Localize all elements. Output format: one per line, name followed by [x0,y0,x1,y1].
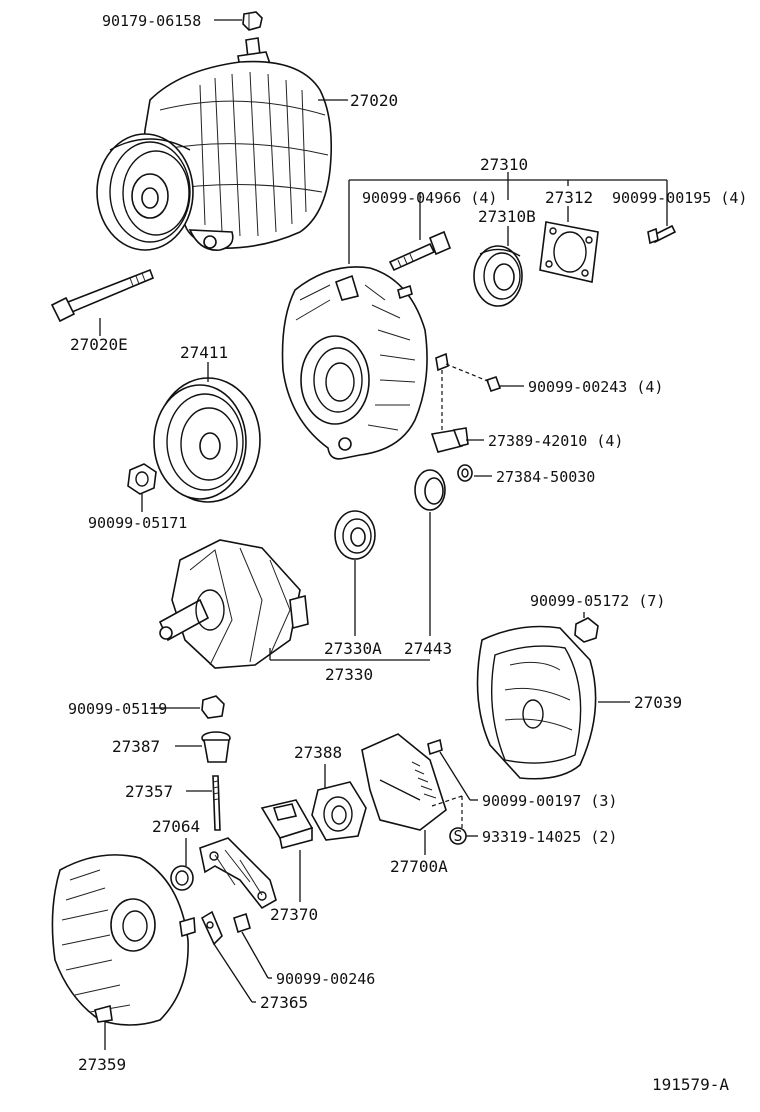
label-90099-00246: 90099-00246 [276,970,375,988]
nut-90099-05172 [574,617,599,643]
diagram-id: 191579-A [652,1075,729,1094]
label-27387: 27387 [112,737,160,756]
label-27357: 27357 [125,782,173,801]
regulator-27388 [311,781,367,841]
regulator-assy-27700A [361,733,447,831]
stud-bolt-90099-04966 [388,230,452,272]
nut-90179-06158 [242,11,263,31]
insulator-27389-42010 [430,427,469,453]
label-27700A: 27700A [390,857,448,876]
brush-holder-27370 [260,799,314,849]
leader-lines [99,19,668,1050]
bolt-27357 [212,775,221,831]
bearing-27330A [334,510,376,560]
screw-90099-00243 [485,375,502,393]
label-90099-04966: 90099-04966 (4) [362,189,497,207]
label-27411: 27411 [180,343,228,362]
ring-27064 [170,865,194,891]
label-27064: 27064 [152,817,200,836]
screw-90099-00195 [647,224,677,245]
washer-27384-50030 [457,464,473,482]
label-27312: 27312 [545,188,593,207]
label-27330A: 27330A [324,639,382,658]
bearing-27310B [473,245,523,307]
label-27310: 27310 [480,155,528,174]
label-27020: 27020 [350,91,398,110]
bushing-27387 [201,731,231,763]
label-27370: 27370 [270,905,318,924]
plate-27365 [200,910,223,946]
drive-end-frame-27310 [281,266,449,460]
s-marker: S [449,827,467,845]
label-27388: 27388 [294,743,342,762]
screw-90099-00197 [427,738,443,756]
screw-90099-00246 [233,912,251,934]
label-27389-42010: 27389-42010 (4) [488,432,623,450]
label-27330: 27330 [325,665,373,684]
spacer-27443 [414,469,446,511]
label-27384-50030: 27384-50030 [496,468,595,486]
through-bolt-27020E [50,268,155,323]
label-90099-05172: 90099-05172 (7) [530,592,665,610]
rectifier-end-frame-27359 [51,854,196,1026]
rectifier-holder [199,837,277,910]
label-93319-14025: 93319-14025 (2) [482,828,617,846]
retainer-plate-27312 [539,221,599,283]
label-27359: 27359 [78,1055,126,1074]
label-90099-00195: 90099-00195 (4) [612,189,747,207]
nut-90099-05119 [201,695,225,719]
part-labels: 90179-06158 27020 27310 90099-04966 (4) … [68,12,747,1094]
label-90099-05119: 90099-05119 [68,700,167,718]
label-90099-00197: 90099-00197 (3) [482,792,617,810]
nut-90099-05171 [127,463,157,495]
label-27020E: 27020E [70,335,128,354]
label-27443: 27443 [404,639,452,658]
label-90099-05171: 90099-05171 [88,514,187,532]
rear-cover-27039 [476,625,597,780]
label-90179-06158: 90179-06158 [102,12,201,30]
label-27039: 27039 [634,693,682,712]
label-27365: 27365 [260,993,308,1012]
alternator-assembly-27020 [96,37,332,251]
pulley-27411 [153,377,261,503]
s-marker-label: S [453,827,462,845]
label-90099-00243: 90099-00243 (4) [528,378,663,396]
label-27310B: 27310B [478,207,536,226]
rotor-27330 [158,539,309,669]
